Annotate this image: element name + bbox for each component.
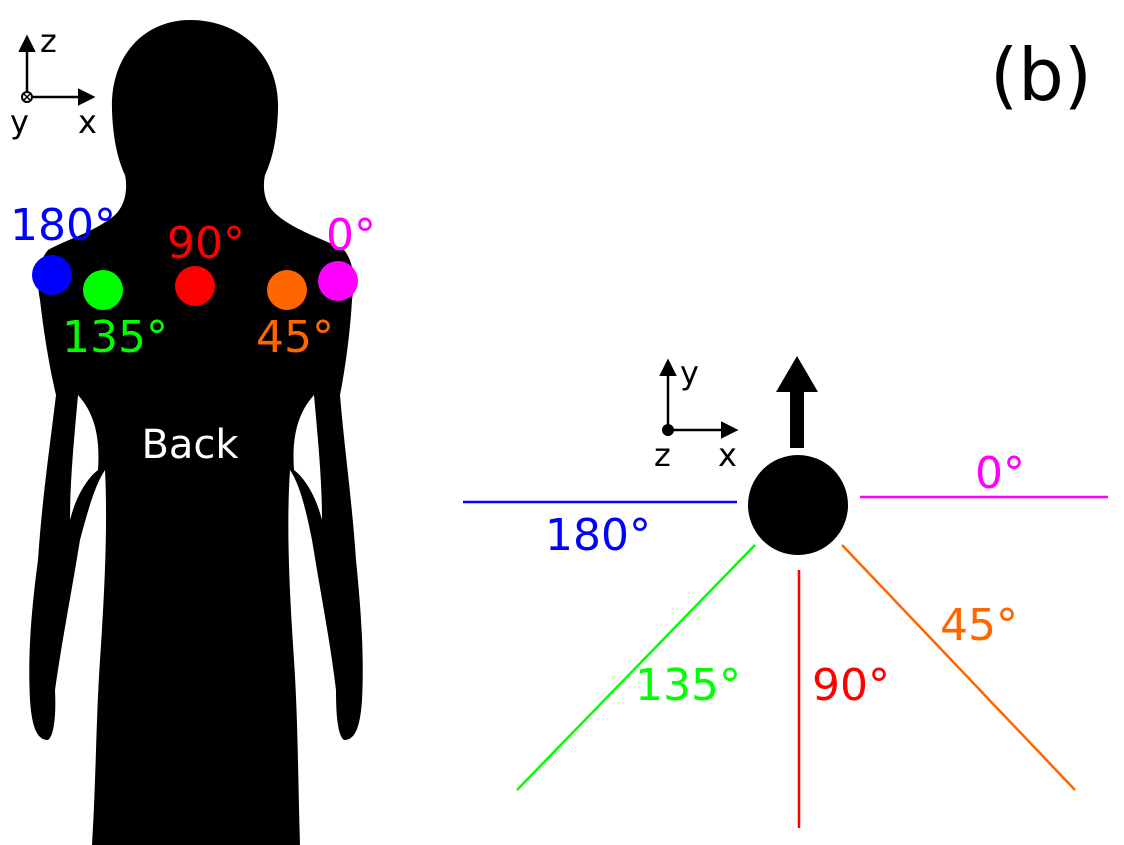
marker-180 [32,255,72,295]
back-caption: Back [141,422,239,468]
marker-135 [83,270,123,310]
marker-45 [267,270,307,310]
marker-label-180: 180° [10,200,116,251]
line-label-90: 90° [812,660,890,711]
top-axis-y-label: y [680,354,699,392]
line-label-45: 45° [940,600,1018,651]
marker-0 [318,261,358,301]
marker-label-0: 0° [326,210,376,261]
body-axis-triad: z y x [10,22,97,141]
marker-90 [175,266,215,306]
heading-arrow [776,356,818,448]
marker-label-45: 45° [256,312,334,363]
marker-label-135: 135° [62,312,168,363]
axis-x-label: x [78,103,97,141]
line-135 [516,544,756,791]
line-45 [841,544,1076,791]
line-label-180: 180° [545,510,651,561]
head-circle [748,455,848,555]
marker-label-90: 90° [167,218,245,269]
axis-y-label: y [10,103,29,141]
top-axis-triad: y z x [654,354,739,474]
panel-label: (b) [990,33,1092,117]
line-label-135: 135° [635,660,741,711]
axis-z-label: z [40,22,57,60]
line-label-0: 0° [975,448,1025,499]
body-silhouette [29,20,363,845]
top-axis-x-label: x [718,436,737,474]
top-axis-z-label: z [654,436,671,474]
